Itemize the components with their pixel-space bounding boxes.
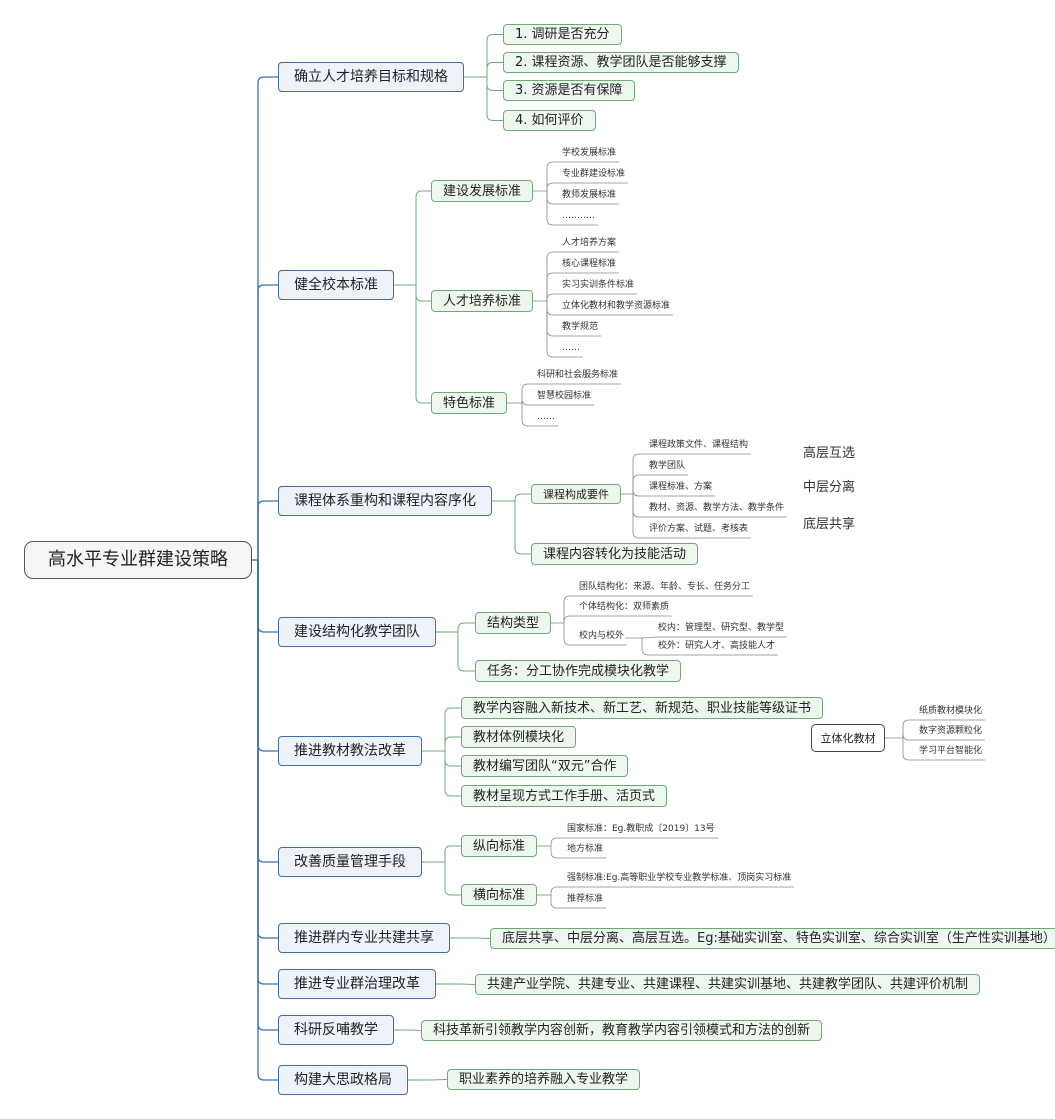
leaf-ellipsis-2: ……	[562, 343, 580, 353]
horizontal-standard[interactable]: 横向标准	[461, 884, 538, 906]
leaf-team-structure: 团队结构化：来源、年龄、专长、任务分工	[579, 582, 751, 592]
structure-type[interactable]: 结构类型	[475, 612, 552, 634]
leaf-smart-campus: 智慧校园标准	[537, 391, 592, 401]
vertical-standard[interactable]: 纵向标准	[461, 835, 538, 857]
branch-quality-management[interactable]: 改善质量管理手段	[278, 847, 422, 877]
branch-sharing[interactable]: 推进群内专业共建共享	[278, 923, 450, 953]
branch-curriculum-system[interactable]: 课程体系重构和课程内容序化	[278, 486, 492, 516]
leaf-talent-plan: 人才培养方案	[562, 238, 617, 248]
leaf-recommended-standard: 推荐标准	[567, 894, 604, 904]
reform-dual-team[interactable]: 教材编写团队“双元”合作	[461, 755, 629, 777]
branch-school-standards[interactable]: 健全校本标准	[278, 270, 394, 300]
side-topic-3d-textbook[interactable]: 立体化教材	[811, 724, 885, 752]
label-middle-separate: 中层分离	[803, 480, 856, 495]
branch-talent-goals[interactable]: 确立人才培养目标和规格	[278, 62, 464, 92]
leaf-ellipsis-1: ………..	[562, 211, 595, 221]
leaf-national-standard: 国家标准：Eg.教职成〔2019〕13号	[567, 824, 715, 834]
leaf-school-dev: 学校发展标准	[562, 148, 617, 158]
leaf-individual-structure: 个体结构化：双师素质	[579, 602, 670, 612]
leaf-outside-school: 校外：研究人才、高技能人才	[658, 641, 776, 651]
governance-detail[interactable]: 共建产业学院、共建专业、共建课程、共建实训基地、共建教学团队、共建评价机制	[475, 974, 981, 995]
goal-item-1[interactable]: 1. 调研是否充分	[503, 24, 622, 45]
course-to-skill[interactable]: 课程内容转化为技能活动	[531, 543, 699, 565]
branch-structured-team[interactable]: 建设结构化教学团队	[278, 617, 436, 647]
leaf-course-standard: 课程标准、方案	[649, 482, 713, 492]
leaf-3d-textbook: 立体化教材和教学资源标准	[562, 301, 671, 311]
leaf-local-standard: 地方标准	[567, 844, 604, 854]
branch-governance[interactable]: 推进专业群治理改革	[278, 969, 436, 999]
root-topic[interactable]: 高水平专业群建设策略	[24, 541, 252, 579]
goal-item-2[interactable]: 2. 课程资源、教学团队是否能够支撑	[503, 52, 739, 73]
leaf-mandatory-standard: 强制标准:Eg.高等职业学校专业教学标准、顶岗实习标准	[567, 873, 792, 883]
branch-research-teaching[interactable]: 科研反哺教学	[278, 1015, 394, 1045]
standard-talent[interactable]: 人才培养标准	[431, 290, 534, 312]
team-task[interactable]: 任务：分工协作完成模块化教学	[475, 660, 682, 682]
leaf-course-policy: 课程政策文件、课程结构	[649, 440, 749, 450]
leaf-ellipsis-3: ……	[537, 412, 555, 422]
leaf-evaluation: 评价方案、试题、考核表	[649, 524, 749, 534]
leaf-group-build: 专业群建设标准	[562, 169, 626, 179]
course-elements[interactable]: 课程构成要件	[531, 484, 621, 504]
leaf-smart-platform: 学习平台智能化	[919, 746, 983, 756]
branch-textbook-reform[interactable]: 推进教材教法改革	[278, 736, 422, 766]
leaf-materials: 教材、资源、教学方法、教学条件	[649, 503, 785, 513]
standard-feature[interactable]: 特色标准	[431, 392, 508, 414]
label-top-select: 高层互选	[803, 446, 856, 461]
leaf-teaching-team: 教学团队	[649, 461, 686, 471]
label-bottom-share: 底层共享	[803, 517, 856, 532]
sharing-detail[interactable]: 底层共享、中层分离、高层互选。Eg:基础实训室、特色实训室、综合实训室（生产性实…	[490, 928, 1055, 949]
leaf-research-service: 科研和社会服务标准	[537, 370, 619, 380]
goal-item-4[interactable]: 4. 如何评价	[503, 110, 596, 131]
reform-workbook[interactable]: 教材呈现方式工作手册、活页式	[461, 785, 668, 807]
leaf-paper-modular: 纸质教材模块化	[919, 706, 983, 716]
branch-ideological-pattern[interactable]: 构建大思政格局	[278, 1065, 408, 1095]
leaf-teaching-norm: 教学规范	[562, 322, 599, 332]
leaf-inside-school: 校内：管理型、研究型、教学型	[658, 623, 785, 633]
leaf-digital-granular: 数字资源颗粒化	[919, 726, 983, 736]
leaf-core-course: 核心课程标准	[562, 259, 617, 269]
standard-development[interactable]: 建设发展标准	[431, 180, 534, 202]
leaf-inside-outside: 校内与校外	[579, 631, 625, 641]
reform-modular[interactable]: 教材体例模块化	[461, 726, 577, 748]
leaf-practice: 实习实训条件标准	[562, 280, 635, 290]
research-detail[interactable]: 科技革新引领教学内容创新，教育教学内容引领模式和方法的创新	[421, 1020, 823, 1041]
ideology-detail[interactable]: 职业素养的培养融入专业教学	[447, 1069, 641, 1090]
reform-new-tech[interactable]: 教学内容融入新技术、新工艺、新规范、职业技能等级证书	[461, 697, 824, 719]
goal-item-3[interactable]: 3. 资源是否有保障	[503, 80, 635, 101]
leaf-teacher-dev: 教师发展标准	[562, 190, 617, 200]
